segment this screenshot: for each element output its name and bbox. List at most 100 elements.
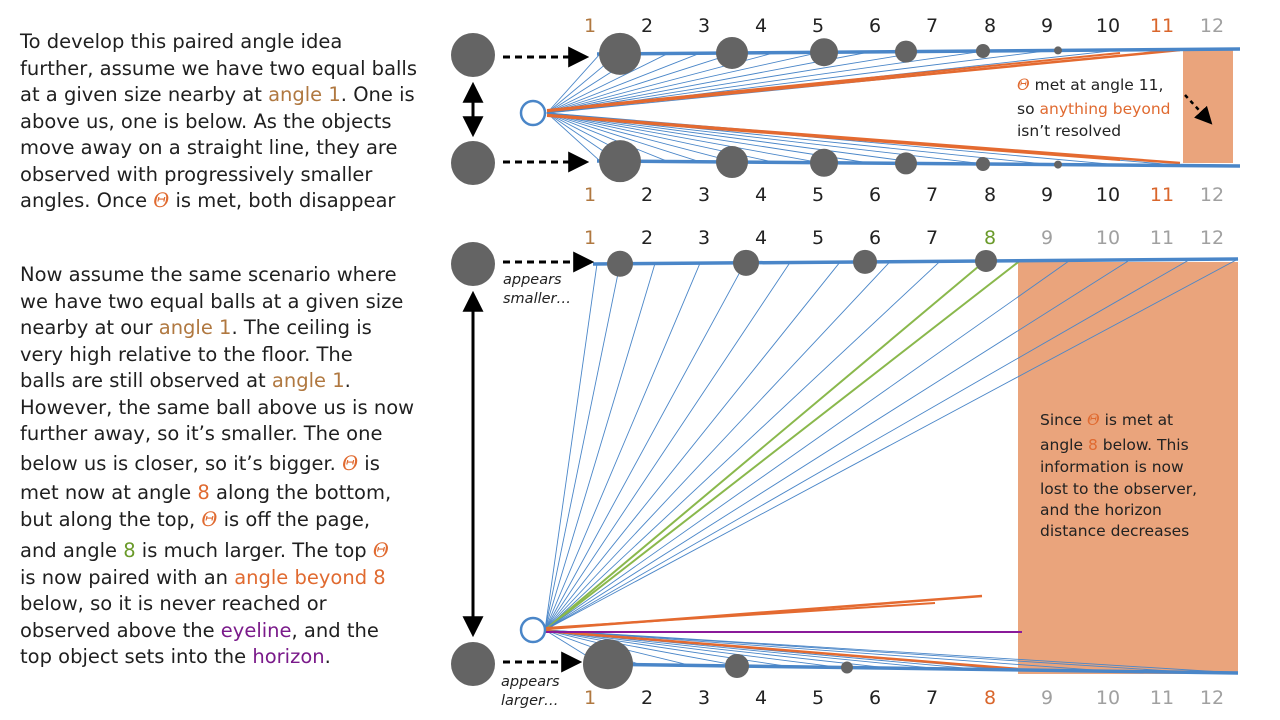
ball [1054, 46, 1062, 55]
angle-number: 7 [926, 184, 938, 206]
angle-number: 10 [1096, 227, 1120, 249]
sight-line [544, 629, 791, 668]
angle-number: 9 [1041, 227, 1053, 249]
angle-number: 3 [698, 687, 710, 709]
sight-line [546, 112, 701, 163]
angle-number: 11 [1150, 687, 1174, 709]
sight-line [546, 112, 601, 162]
bottom-start-ball-upper [451, 242, 495, 286]
text-line: very high relative to the floor. The [20, 342, 353, 366]
appears-smaller-label: appears [503, 272, 562, 288]
angle-number: 1 [584, 184, 596, 206]
ball [810, 38, 838, 67]
text-line: is off the page, [217, 507, 371, 531]
angle-number: 10 [1096, 687, 1120, 709]
text-line: further, assume we have two equal balls [20, 56, 418, 80]
theta-symbol: Θ [201, 507, 218, 531]
appears-larger-label: appears [501, 674, 560, 690]
eyeline-highlight: eyeline [220, 618, 292, 642]
bottom-note-line2: angle 8 below. This [1040, 436, 1189, 454]
angle-number: 9 [1041, 184, 1053, 206]
bottom-note-line5: and the horizon [1040, 501, 1162, 519]
paragraph-paired-angle: To develop this paired angle idea furthe… [20, 29, 440, 215]
ball [895, 40, 917, 63]
text-line: , and the [291, 618, 379, 642]
ball [841, 661, 853, 674]
text-line: but along the top, [20, 507, 202, 531]
text-line: nearby at our [20, 316, 159, 339]
sight-line [544, 261, 891, 631]
ball [810, 148, 838, 177]
ball [853, 249, 877, 274]
top-start-ball-upper [451, 33, 495, 77]
sight-line [544, 263, 598, 631]
theta-symbol: Θ [372, 539, 389, 562]
text-line: is met, both disappear [169, 189, 396, 212]
ball [716, 146, 748, 179]
theta-limit-line [546, 52, 1121, 111]
ball [976, 157, 990, 172]
sight-line [546, 53, 601, 114]
text-line: observed above the [20, 618, 221, 642]
sight-line [546, 51, 821, 114]
top-unresolved-region [1183, 50, 1233, 163]
sight-line [546, 52, 701, 114]
theta-limit-line [546, 115, 1121, 161]
ball [975, 249, 997, 272]
angle-number: 3 [698, 184, 710, 206]
angle-number: 4 [755, 687, 767, 709]
angle-number: 4 [755, 15, 767, 37]
bottom-note-line3: information is now [1040, 458, 1184, 476]
sight-line [544, 629, 1239, 674]
top-note-line2: so anything beyond [1017, 100, 1171, 118]
sight-line [546, 112, 736, 163]
angle-number: 11 [1150, 227, 1174, 249]
theta-symbol: Θ [153, 189, 170, 212]
angle-8-green-highlight: 8 [123, 539, 136, 562]
angle-number: 9 [1041, 687, 1053, 709]
bottom-floor-line [592, 662, 1239, 675]
angle-number: 6 [869, 687, 881, 709]
theta-limit-line [544, 602, 936, 629]
top-start-ball-lower [451, 141, 495, 185]
angle-number: 8 [984, 184, 996, 206]
angle-number: 12 [1200, 227, 1224, 249]
angle-number: 1 [584, 227, 596, 249]
angle-number: 3 [698, 227, 710, 249]
angle-8-highlight: 8 [197, 481, 210, 504]
ball [1054, 160, 1062, 169]
text-line: is much larger. The top [135, 539, 373, 562]
text-line: at a given size nearby at [20, 83, 269, 106]
text-line: met now at angle [20, 481, 198, 504]
top-beyond-arrow [1184, 94, 1213, 125]
ball [733, 249, 759, 276]
angle-number: 7 [926, 687, 938, 709]
top-floor-line [596, 159, 1241, 168]
angle-number: 2 [641, 227, 653, 249]
angle-number: 12 [1200, 687, 1224, 709]
text-line: . The ceiling is [231, 316, 372, 339]
text-line: below us is closer, so it’s bigger. [20, 451, 343, 475]
appears-larger-label: larger… [501, 693, 558, 709]
ball [607, 250, 633, 277]
sight-line [544, 262, 746, 631]
angle-beyond-8-highlight: angle beyond 8 [234, 565, 386, 589]
sight-line [546, 52, 736, 114]
text-line: below, so it is never reached or [20, 592, 327, 615]
angle-number: 8 [984, 15, 996, 37]
text-line: above us, one is below. As the objects [20, 109, 392, 133]
sight-line [544, 262, 791, 631]
angle-number: 6 [869, 227, 881, 249]
sight-line [544, 259, 1131, 631]
angle-1-highlight: angle 1 [271, 369, 345, 392]
angle-number: 4 [755, 184, 767, 206]
green-angle-8-line [544, 260, 986, 631]
angle-number: 8 [984, 687, 996, 709]
ball [716, 36, 748, 69]
paragraph-high-ceiling: Now assume the same scenario where we ha… [20, 262, 440, 671]
